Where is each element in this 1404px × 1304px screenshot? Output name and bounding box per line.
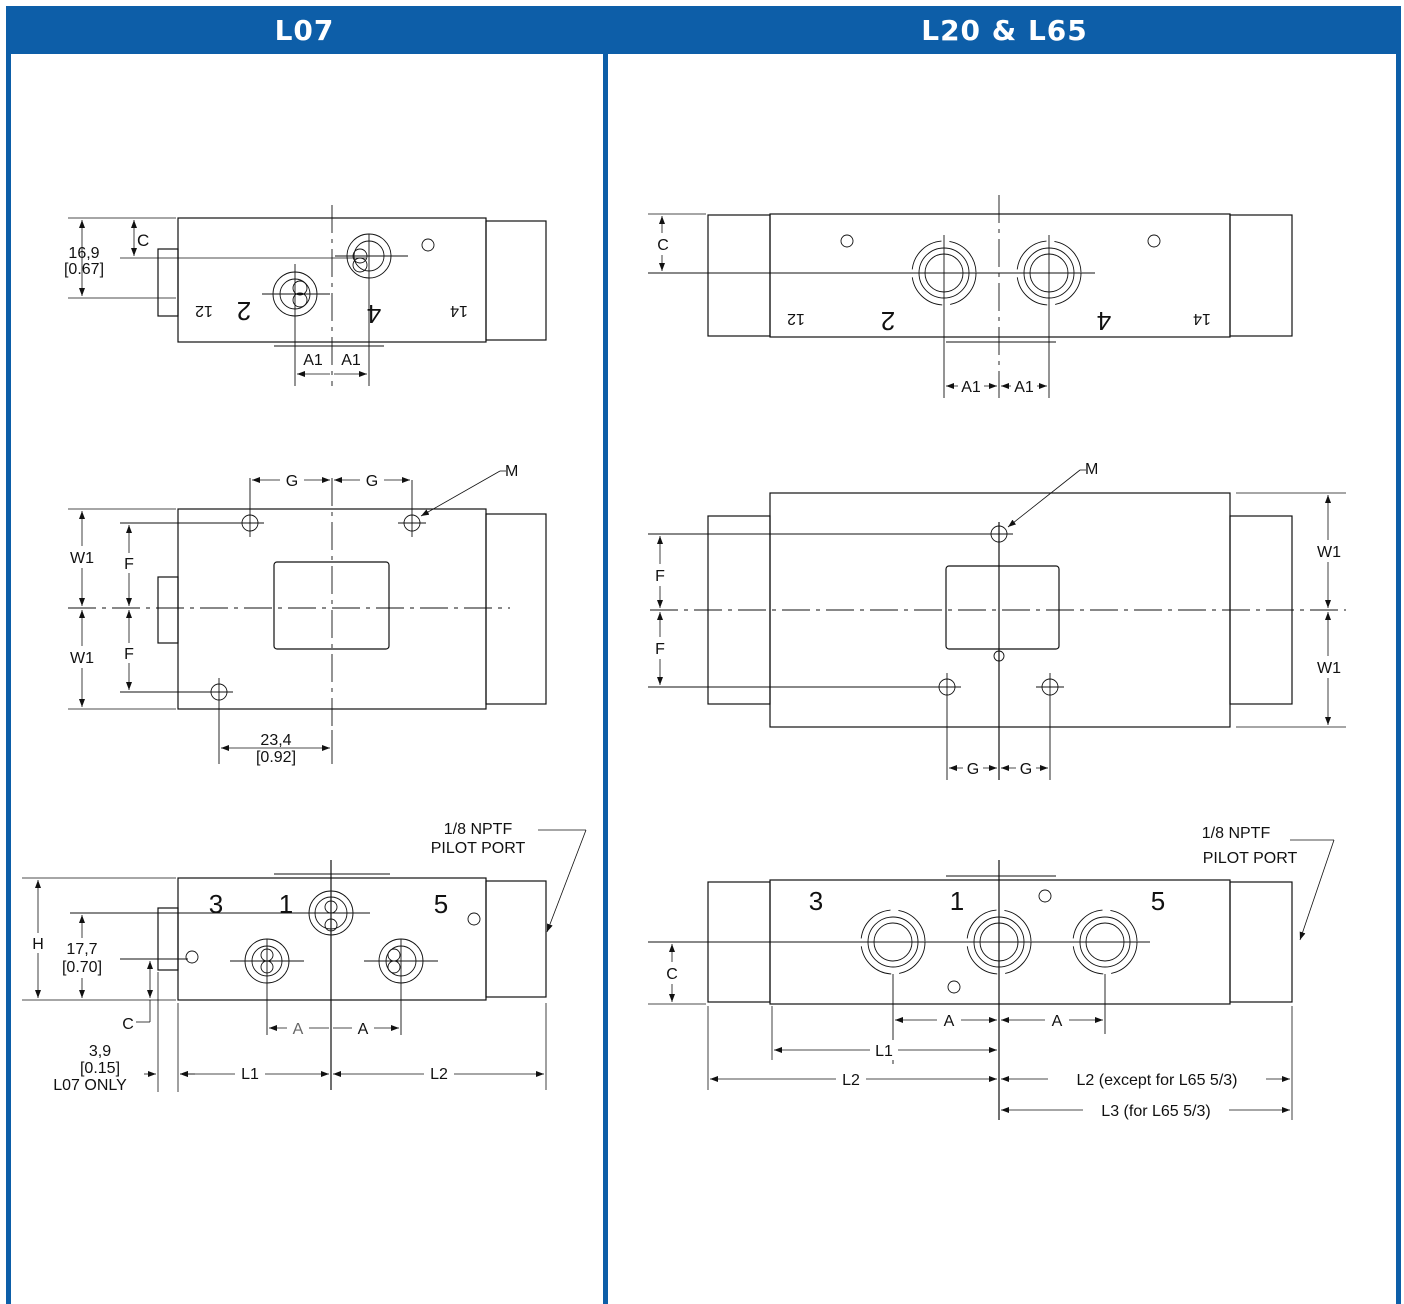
dim-l2-l07: L2 — [430, 1066, 448, 1083]
dim-w1-bottom: W1 — [70, 650, 94, 667]
l07-top-view: 2 12 4 14 C 16,9 [0.67] A1 A1 — [64, 205, 547, 386]
right-border — [1396, 6, 1401, 1304]
dim-w1-top-l20: W1 — [1317, 544, 1341, 561]
port-4-label: 4 — [367, 299, 381, 329]
dim-0-70: [0.70] — [62, 959, 102, 976]
dim-a1-right: A1 — [341, 352, 361, 369]
dim-3-9: 3,9 — [89, 1043, 111, 1060]
port-4-label-l20: 4 — [1097, 306, 1111, 336]
port-12-label: 12 — [195, 302, 213, 319]
dim-f-bottom-l20: F — [655, 641, 665, 658]
l07-side-view: 3 1 5 H 17,7 [0.70] — [22, 821, 587, 1094]
l20-side-view: 3 1 5 C A A L1 L2 — [648, 825, 1335, 1120]
dim-h-label: H — [32, 936, 44, 953]
dim-l3-for: L3 (for L65 5/3) — [1101, 1103, 1210, 1120]
port-14-label: 14 — [450, 302, 468, 319]
port-3-label: 3 — [209, 889, 223, 919]
dim-17-7: 17,7 — [66, 941, 97, 958]
header-l07: L07 — [6, 6, 603, 54]
dim-a-right-l20: A — [1052, 1013, 1063, 1030]
dim-f-top-l20: F — [655, 568, 665, 585]
port-2-label: 2 — [237, 296, 251, 326]
dim-23-4: 23,4 — [260, 732, 291, 749]
dim-16-9: 16,9 — [68, 245, 99, 262]
port-2-label-l20: 2 — [881, 306, 895, 336]
pilot-port-l07-line1: 1/8 NPTF — [444, 821, 513, 838]
dim-w1-top: W1 — [70, 550, 94, 567]
dim-a1-right-l20: A1 — [1014, 379, 1034, 396]
dim-a-left-l20: A — [944, 1013, 955, 1030]
l20-top-view: 2 12 4 14 C A1 A1 — [648, 195, 1293, 398]
dim-c-label: C — [137, 231, 149, 250]
port-5-label-l20: 5 — [1151, 886, 1165, 916]
port-3-label-l20: 3 — [809, 886, 823, 916]
port-1-label: 1 — [279, 889, 293, 919]
port-12-label-l20: 12 — [787, 310, 805, 327]
header-l20-l65: L20 & L65 — [608, 6, 1401, 54]
dim-a-left-l07: A — [293, 1021, 304, 1038]
dim-0-92: [0.92] — [256, 749, 296, 766]
port-1-label-l20: 1 — [950, 886, 964, 916]
dim-g-left-l20: G — [967, 761, 979, 778]
dim-l1-l07: L1 — [241, 1066, 259, 1083]
dim-0-15: [0.15] — [80, 1060, 120, 1077]
dim-a-right-l07: A — [358, 1021, 369, 1038]
pilot-port-l20-line2: PILOT PORT — [1203, 850, 1298, 867]
l20-bottom-view: M F F W1 W1 G G — [648, 461, 1346, 780]
dim-w1-bottom-l20: W1 — [1317, 660, 1341, 677]
dim-l2-except: L2 (except for L65 5/3) — [1077, 1072, 1238, 1089]
dim-0-67: [0.67] — [64, 261, 104, 278]
dim-f-bottom: F — [124, 646, 134, 663]
dim-g-left: G — [286, 473, 298, 490]
label-m-l07: M — [505, 463, 518, 480]
pilot-port-l20-line1: 1/8 NPTF — [1202, 825, 1271, 842]
dim-f-top: F — [124, 556, 134, 573]
left-border — [6, 6, 11, 1304]
dim-a1-left: A1 — [303, 352, 323, 369]
dim-c-l20: C — [657, 237, 669, 254]
dim-g-right-l20: G — [1020, 761, 1032, 778]
center-divider — [603, 6, 608, 1304]
dim-c-side-l07: C — [122, 1016, 134, 1033]
dim-c-side-l20: C — [666, 966, 678, 983]
dim-l1-l20: L1 — [875, 1043, 893, 1060]
port-14-label-l20: 14 — [1193, 310, 1211, 327]
dim-l2-l20: L2 — [842, 1072, 860, 1089]
pilot-port-l07-line2: PILOT PORT — [431, 840, 526, 857]
l07-bottom-view: G G M W1 W1 F F 23,4 [0.92] — [64, 463, 547, 766]
port-5-label: 5 — [434, 889, 448, 919]
dim-l07-only: L07 ONLY — [53, 1077, 127, 1094]
dim-a1-left-l20: A1 — [961, 379, 981, 396]
label-m-l20: M — [1085, 461, 1098, 478]
dim-g-right: G — [366, 473, 378, 490]
